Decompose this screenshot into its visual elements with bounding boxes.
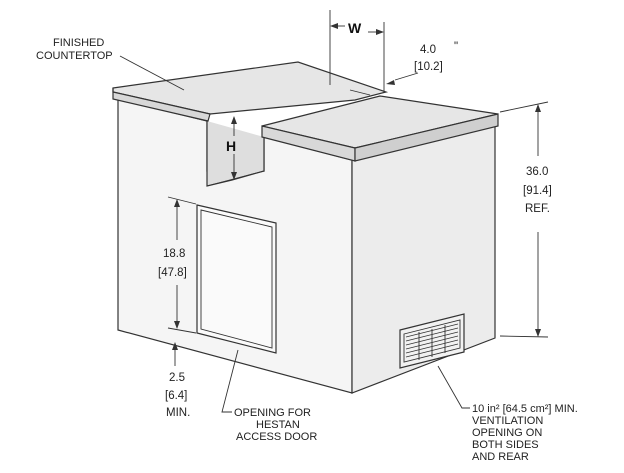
base-height-cm: [6.4]	[165, 390, 187, 402]
width-dimension: W	[329, 10, 385, 93]
overall-height-cm: [91.4]	[523, 185, 552, 197]
countertop-left-edge	[112, 88, 211, 122]
base-height-dimension: 2.5 [6.4] MIN.	[165, 342, 190, 419]
door-note-line2: HESTAN	[256, 419, 300, 431]
depth-dimension: 4.0 " [10.2]	[349, 41, 458, 96]
countertop-callout: FINISHED COUNTERTOP	[36, 37, 185, 91]
overall-height-inches: 36.0	[526, 166, 548, 178]
notch-height-label: H	[226, 138, 236, 154]
ventilation-grille	[399, 313, 465, 369]
overall-height-ref: REF.	[525, 203, 550, 215]
vent-note-line1: 10 in² [64.5 cm²] MIN.	[472, 403, 578, 415]
door-callout: OPENING FOR HESTAN ACCESS DOOR	[221, 349, 317, 443]
vent-note-line5: AND REAR	[472, 451, 529, 463]
vent-note-line4: BOTH SIDES	[472, 439, 539, 451]
door-note-line3: ACCESS DOOR	[236, 431, 317, 443]
door-height-cm: [47.8]	[158, 267, 187, 279]
base-height-inches: 2.5	[169, 372, 185, 384]
depth-inches: 4.0	[420, 44, 436, 56]
width-label: W	[348, 20, 362, 36]
depth-cm: [10.2]	[414, 61, 443, 73]
access-door-opening	[196, 204, 277, 354]
overall-height-dimension: 36.0 [91.4] REF.	[499, 101, 552, 338]
door-height-dimension: 18.8 [47.8]	[158, 196, 197, 334]
base-height-min: MIN.	[166, 407, 190, 419]
countertop-right-edge-side	[354, 113, 499, 162]
door-height-inches: 18.8	[163, 248, 185, 260]
notch-back-wall	[206, 121, 265, 187]
door-note-line1: OPENING FOR	[234, 407, 311, 419]
notch-height-dimension: H	[226, 116, 237, 180]
countertop-label-line1: FINISHED	[53, 37, 104, 49]
vent-callout: 10 in² [64.5 cm²] MIN. VENTILATION OPENI…	[437, 365, 578, 463]
depth-inch-mark: "	[454, 41, 458, 53]
countertop-label-line2: COUNTERTOP	[36, 50, 113, 62]
vent-note-line3: OPENING ON	[472, 427, 542, 439]
vent-note-line2: VENTILATION	[472, 415, 543, 427]
